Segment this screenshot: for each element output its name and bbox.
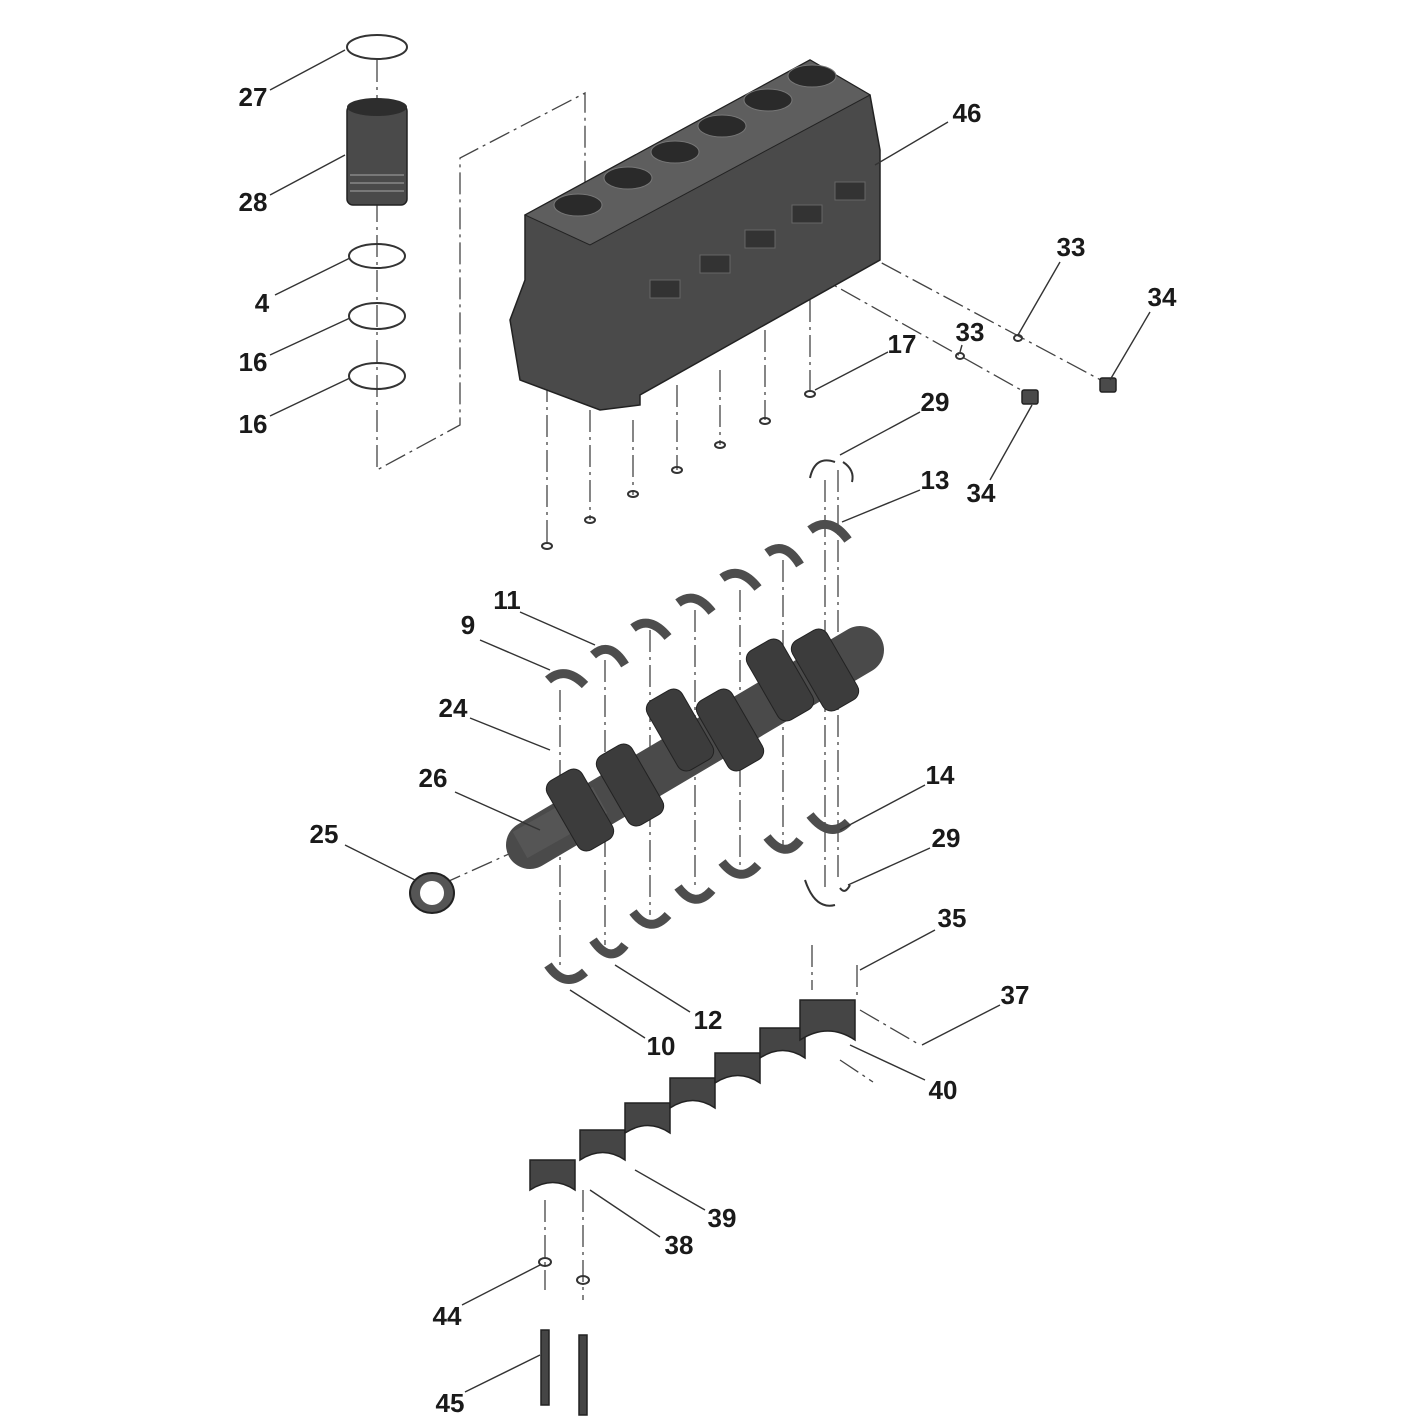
leader-line (344, 844, 416, 881)
plug-34b (1021, 389, 1039, 405)
callout-label-16: 16 (239, 409, 268, 439)
leader-line (859, 929, 936, 971)
leader-line (839, 411, 921, 456)
callout-label-45: 45 (436, 1388, 465, 1417)
leader-line (849, 1044, 926, 1081)
callout-label-39: 39 (708, 1203, 737, 1233)
callout-label-29: 29 (932, 823, 961, 853)
callout-label-10: 10 (647, 1031, 676, 1061)
leader-line (569, 989, 646, 1039)
callout-label-17: 17 (888, 329, 917, 359)
callout-label-26: 26 (419, 763, 448, 793)
leader-line (469, 717, 551, 751)
leader-line (589, 1189, 661, 1238)
callout-label-28: 28 (239, 187, 268, 217)
callout-label-33: 33 (1057, 232, 1086, 262)
callout-label-38: 38 (665, 1230, 694, 1260)
callout-label-12: 12 (694, 1005, 723, 1035)
leader-line (269, 377, 351, 417)
o-ring-27 (346, 34, 408, 60)
o-ring-16a (348, 302, 406, 330)
crankshaft (409, 626, 884, 914)
callout-label-13: 13 (921, 465, 950, 495)
callout-label-40: 40 (929, 1075, 958, 1105)
bearing-shells (544, 459, 854, 984)
seal-ring-4 (348, 243, 406, 269)
callout-label-46: 46 (953, 98, 982, 128)
callout-label-9: 9 (461, 610, 475, 640)
leader-line (847, 847, 931, 886)
callout-label-14: 14 (926, 760, 955, 790)
plug-34a (1099, 377, 1117, 393)
leader-line (269, 49, 346, 91)
callout-label-25: 25 (310, 819, 339, 849)
leader-line (464, 1354, 541, 1393)
engine-block (509, 59, 1117, 550)
leader-line (274, 257, 351, 296)
callout-label-4: 4 (255, 288, 270, 318)
leader-line (479, 639, 551, 671)
leader-line (519, 611, 596, 646)
cylinder-liner-group (346, 34, 408, 390)
leader-line (614, 964, 691, 1013)
leader-line (269, 154, 346, 196)
callout-label-27: 27 (239, 82, 268, 112)
callout-label-34: 34 (967, 478, 996, 508)
callout-label-34: 34 (1148, 282, 1177, 312)
callout-label-11: 11 (493, 585, 521, 615)
leader-line (959, 344, 963, 353)
leader-line (921, 1004, 1001, 1046)
leader-line (839, 784, 926, 831)
callout-label-44: 44 (433, 1301, 462, 1331)
washer-44 (538, 1257, 552, 1267)
leader-line (461, 1264, 541, 1306)
cylinder-liner (346, 104, 408, 206)
leader-line (1017, 261, 1061, 336)
leader-line (989, 404, 1033, 481)
callout-labels: 27 28 4 16 16 46 33 34 33 17 34 29 13 11 9 24 26 25 14 29 35… (239, 49, 1177, 1417)
leader-line (454, 791, 541, 831)
main-bearing-caps (529, 999, 856, 1416)
leader-line (1109, 311, 1151, 381)
o-ring-16b (348, 362, 406, 390)
callout-label-24: 24 (439, 693, 468, 723)
leader-line (814, 351, 889, 391)
leader-line (634, 1169, 706, 1211)
callout-label-33: 33 (956, 317, 985, 347)
bolt-45 (540, 1329, 550, 1406)
callout-label-37: 37 (1001, 980, 1030, 1010)
callout-label-16: 16 (239, 347, 268, 377)
leader-line (269, 317, 351, 356)
leader-line (841, 489, 921, 523)
callout-label-35: 35 (938, 903, 967, 933)
callout-label-29: 29 (921, 387, 950, 417)
leader-line (874, 121, 949, 166)
